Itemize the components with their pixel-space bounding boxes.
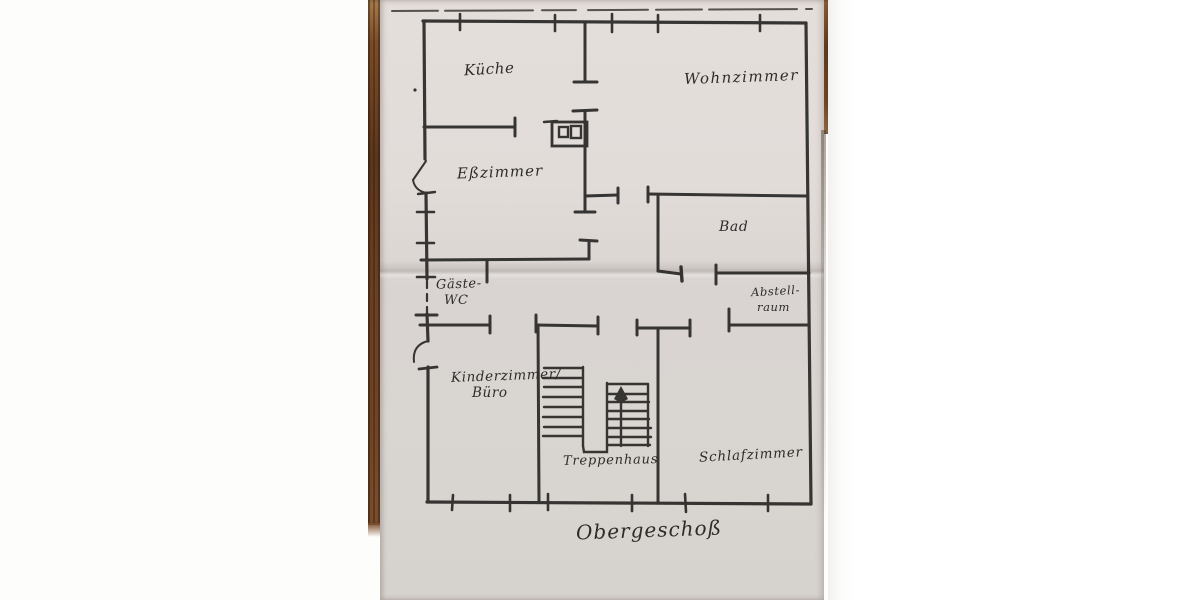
- kitchen-unit-symbol: [542, 119, 589, 148]
- floor-caption: Obergeschoß: [575, 515, 723, 545]
- room-label-gaeste-wc-2: WC: [444, 293, 469, 308]
- room-label-abstellraum-2: raum: [757, 300, 791, 314]
- room-label-buero: Büro: [472, 385, 508, 401]
- scan-edge-line: [391, 8, 813, 12]
- room-label-wohnzimmer: Wohnzimmer: [683, 65, 800, 89]
- wall-ticks: [413, 12, 770, 514]
- floor-plan-sheet: [380, 0, 824, 600]
- room-label-treppenhaus: Treppenhaus: [562, 452, 659, 469]
- room-label-kueche: Küche: [463, 58, 515, 80]
- blank-white-sheet: [828, 0, 1200, 600]
- room-label-bad: Bad: [719, 219, 749, 235]
- door-arcs: [412, 160, 439, 371]
- room-label-esszimmer: Eßzimmer: [456, 161, 544, 183]
- paper-fold-crease: [380, 261, 824, 279]
- staircase: [541, 365, 653, 454]
- wood-table-sliver-top-right: [819, 0, 829, 134]
- wood-table-sliver-left: [368, 0, 381, 537]
- outer-walls: [421, 19, 813, 506]
- room-label-abstellraum-1: Abstell-: [750, 282, 801, 300]
- interior-walls: [418, 21, 811, 504]
- sheet-edge-shadow: [821, 130, 826, 520]
- room-label-gaeste-wc-1: Gäste-: [435, 276, 482, 293]
